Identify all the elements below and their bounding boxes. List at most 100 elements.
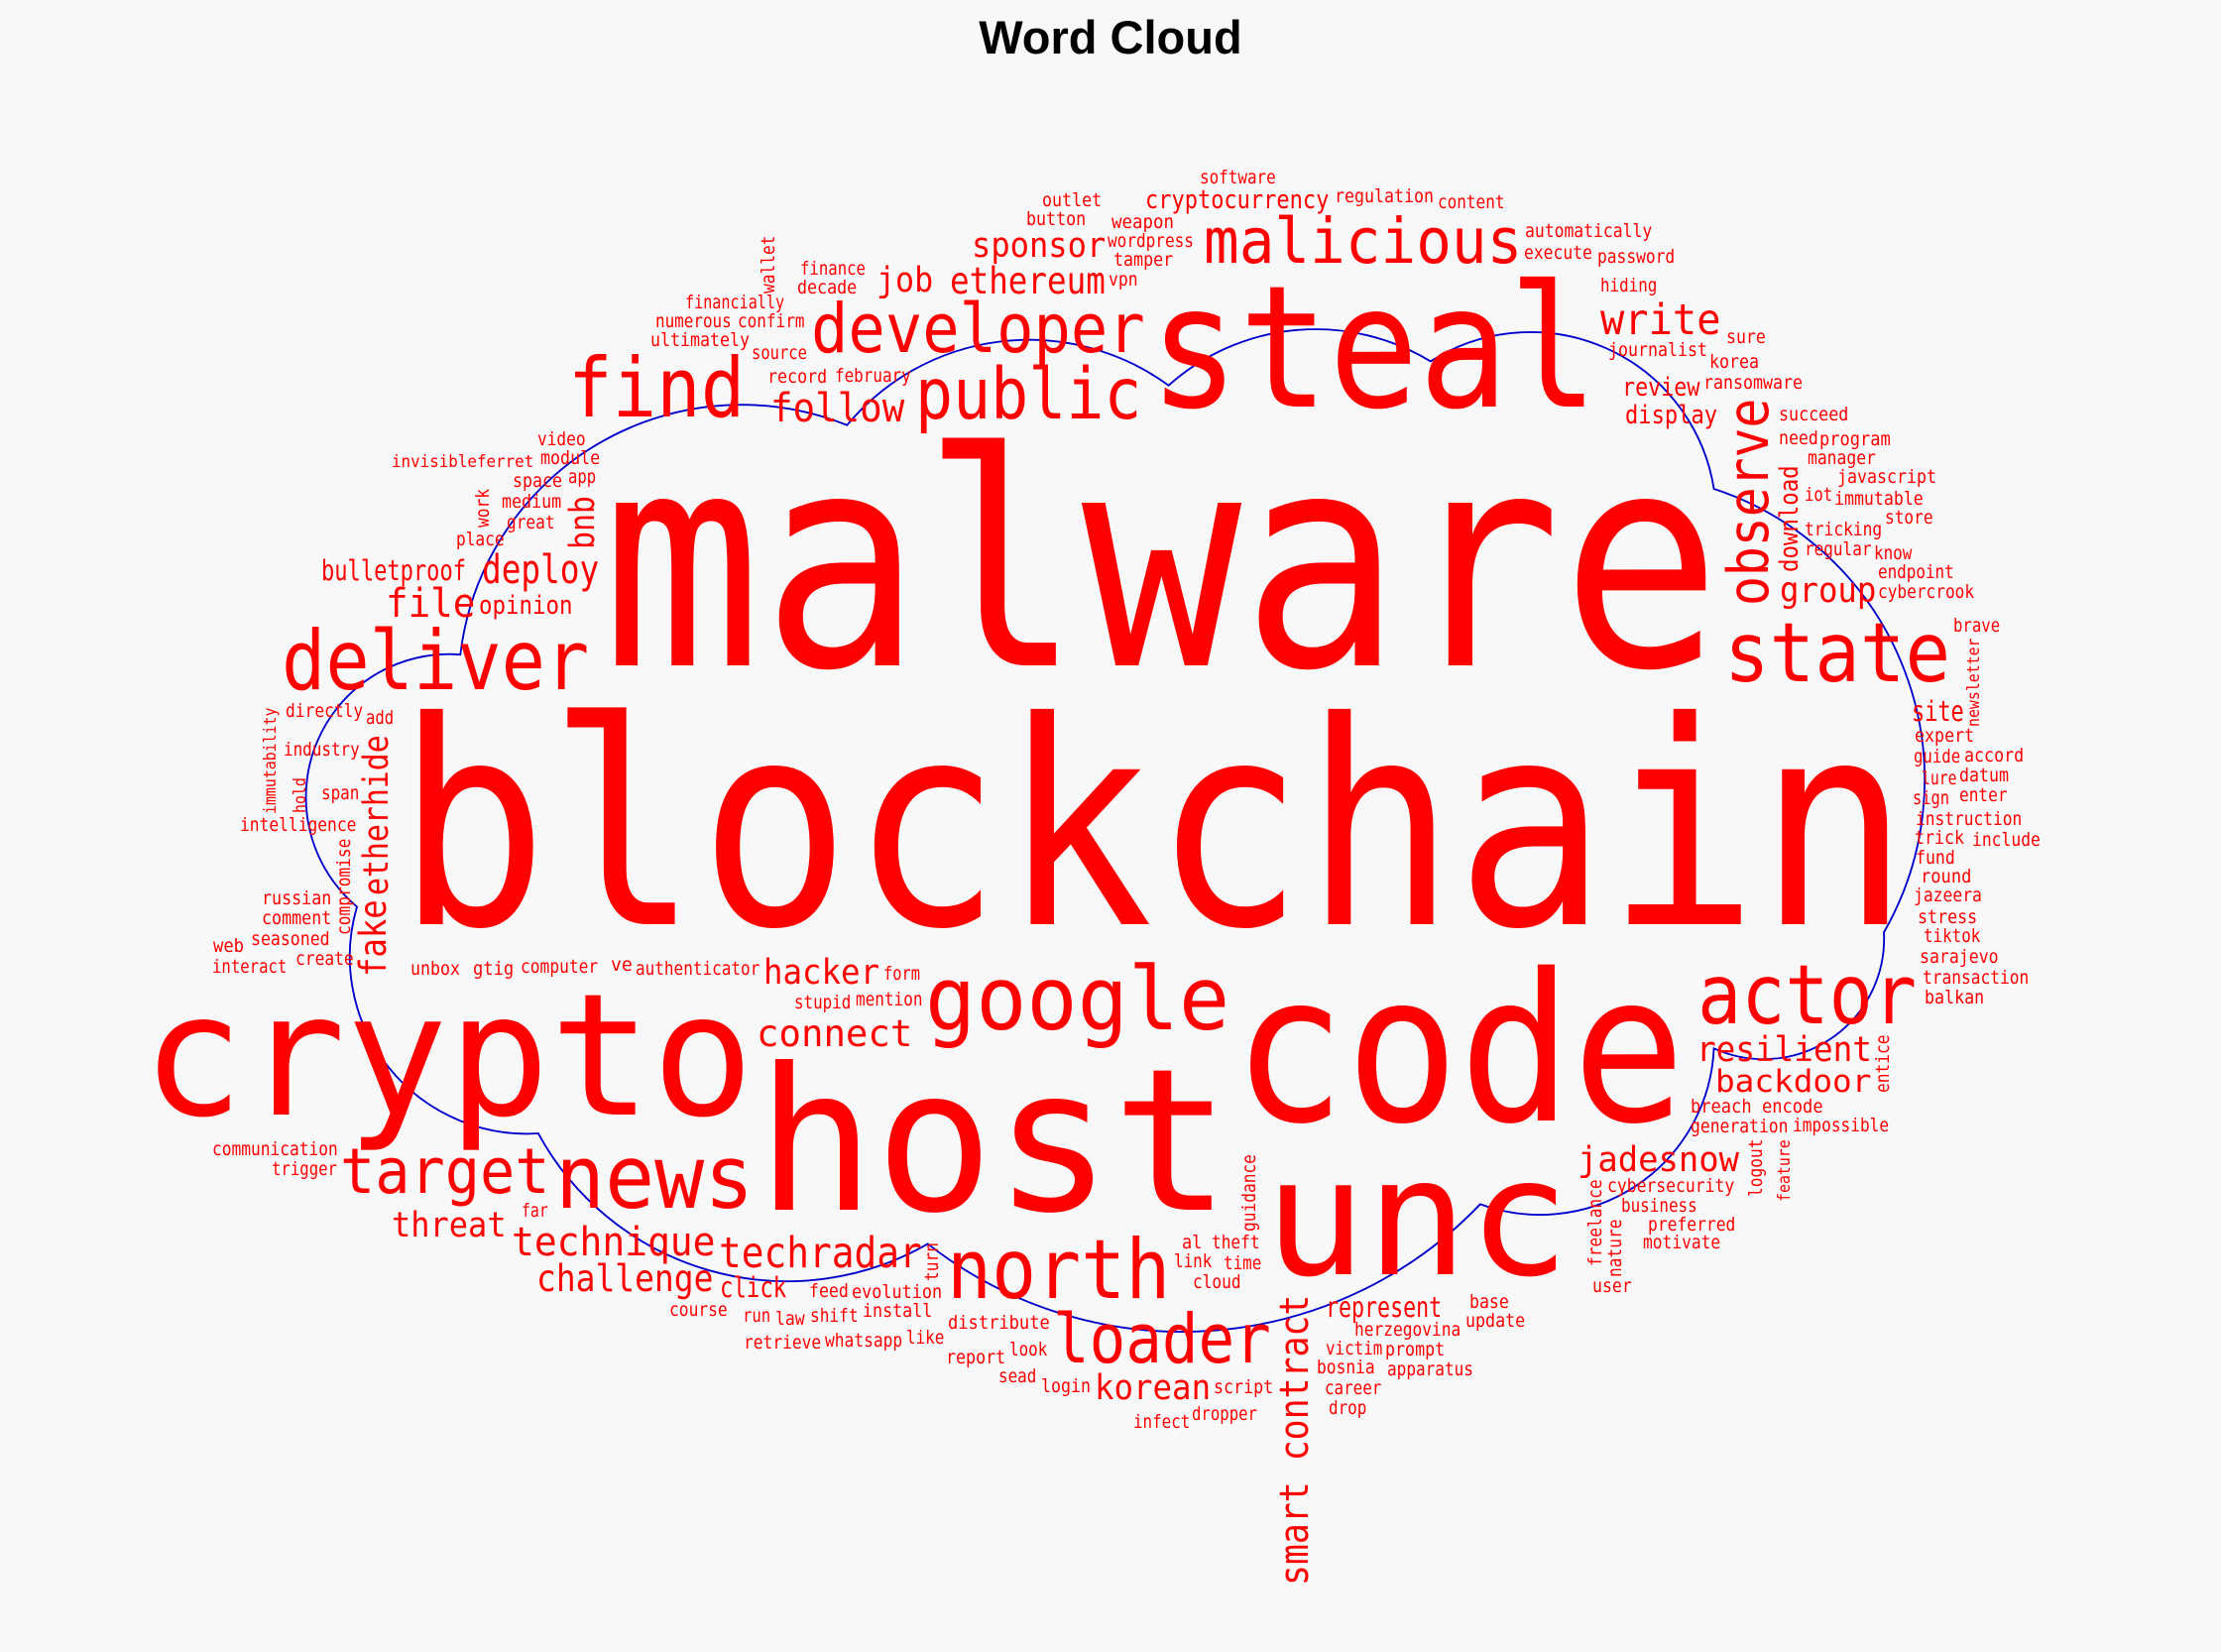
word-immutability: immutability bbox=[260, 707, 281, 815]
word-ve: ve bbox=[610, 954, 633, 976]
word-endpoint: endpoint bbox=[1878, 562, 1954, 583]
word-report: report bbox=[946, 1347, 1006, 1368]
word-etherhide: etherhide bbox=[356, 735, 397, 895]
word-execute: execute bbox=[1524, 243, 1593, 265]
word-breach: breach bbox=[1691, 1096, 1752, 1118]
cloud-outline bbox=[304, 328, 1927, 1333]
word-install: install bbox=[863, 1300, 933, 1322]
word-developer: developer bbox=[811, 290, 1145, 370]
word-turn: turn bbox=[922, 1242, 944, 1282]
word-hiding: hiding bbox=[1600, 275, 1658, 296]
word-decade: decade bbox=[797, 278, 858, 298]
word-gtig: gtig bbox=[472, 959, 514, 981]
word-actor: actor bbox=[1696, 946, 1917, 1043]
word-review: review bbox=[1621, 372, 1700, 403]
word-north: north bbox=[946, 1221, 1170, 1318]
word-hold: hold bbox=[290, 776, 310, 813]
word-challenge: challenge bbox=[535, 1257, 714, 1301]
word-bosnia: bosnia bbox=[1317, 1357, 1376, 1379]
word-look: look bbox=[1009, 1339, 1048, 1360]
word-represent: represent bbox=[1326, 1289, 1443, 1324]
word-span: span bbox=[320, 783, 360, 805]
word-directly: directly bbox=[286, 700, 364, 722]
word-target: target bbox=[340, 1134, 550, 1208]
word-code: code bbox=[1232, 930, 1687, 1170]
word-freelance: freelance bbox=[1585, 1178, 1607, 1266]
word-intelligence: intelligence bbox=[239, 814, 356, 836]
word-like: like bbox=[906, 1327, 945, 1349]
word-steal: steal bbox=[1148, 250, 1598, 448]
word-infect: infect bbox=[1132, 1411, 1190, 1433]
word-feed: feed bbox=[808, 1281, 849, 1303]
word-download: download bbox=[1775, 464, 1806, 572]
word-round: round bbox=[1921, 867, 1972, 888]
word-trick: trick bbox=[1915, 828, 1965, 850]
word-logout: logout bbox=[1745, 1138, 1767, 1198]
word-regular: regular bbox=[1804, 538, 1872, 560]
word-script: script bbox=[1214, 1377, 1274, 1399]
word-law: law bbox=[775, 1308, 805, 1330]
word-fund: fund bbox=[1915, 847, 1955, 869]
word-button: button bbox=[1026, 209, 1087, 231]
word-work: work bbox=[472, 489, 494, 529]
word-user: user bbox=[1591, 1276, 1632, 1298]
word-know: know bbox=[1874, 542, 1913, 564]
word-find: find bbox=[568, 340, 746, 437]
word-resilient: resilient bbox=[1695, 1029, 1872, 1070]
word-medium: medium bbox=[501, 491, 562, 513]
word-retrieve: retrieve bbox=[743, 1333, 821, 1355]
word-bnb: bnb bbox=[563, 496, 604, 550]
word-google: google bbox=[924, 948, 1230, 1051]
word-great: great bbox=[507, 512, 555, 533]
word-al: al bbox=[1182, 1233, 1203, 1254]
word-form: form bbox=[883, 963, 921, 985]
word-jazeera: jazeera bbox=[1914, 885, 1983, 907]
word-distribute: distribute bbox=[947, 1313, 1050, 1334]
word-apparatus: apparatus bbox=[1386, 1358, 1473, 1380]
word-app: app bbox=[567, 467, 596, 489]
word-hacker: hacker bbox=[763, 952, 880, 993]
word-feature: feature bbox=[1774, 1139, 1795, 1202]
word-store: store bbox=[1884, 508, 1933, 529]
word-deliver: deliver bbox=[281, 612, 589, 709]
word-program: program bbox=[1819, 429, 1892, 451]
word-include: include bbox=[1971, 830, 2041, 852]
word-public: public bbox=[915, 353, 1142, 435]
word-display: display bbox=[1624, 400, 1717, 430]
word-follow: follow bbox=[770, 385, 905, 431]
word-accord: accord bbox=[1963, 745, 2024, 767]
word-prompt: prompt bbox=[1385, 1339, 1446, 1360]
word-file: file bbox=[385, 580, 476, 627]
word-numerous: numerous bbox=[654, 311, 732, 333]
word-fake: fake bbox=[352, 898, 396, 977]
word-career: career bbox=[1325, 1377, 1382, 1399]
word-computer: computer bbox=[520, 957, 598, 979]
word-tamper: tamper bbox=[1112, 250, 1173, 272]
word-news: news bbox=[554, 1126, 754, 1230]
word-succeed: succeed bbox=[1779, 404, 1849, 425]
word-technique: technique bbox=[512, 1219, 716, 1265]
word-group: group bbox=[1779, 570, 1876, 611]
word-module: module bbox=[539, 448, 600, 470]
word-seasoned: seasoned bbox=[251, 929, 331, 951]
word-connect: connect bbox=[756, 1012, 913, 1056]
word-site: site bbox=[1911, 694, 1964, 728]
word-guidance: guidance bbox=[1239, 1154, 1261, 1233]
word-click: click bbox=[719, 1270, 786, 1304]
word-stupid: stupid bbox=[794, 993, 852, 1014]
word-generation: generation bbox=[1690, 1116, 1789, 1137]
word-ethereum: ethereum bbox=[950, 259, 1107, 302]
word-instruction: instruction bbox=[1916, 809, 2023, 831]
word-sponsor: sponsor bbox=[971, 226, 1107, 267]
word-password: password bbox=[1597, 247, 1676, 269]
word-korea: korea bbox=[1709, 351, 1760, 373]
word-cybercrook: cybercrook bbox=[1878, 582, 1975, 604]
word-video: video bbox=[537, 428, 586, 450]
word-state: state bbox=[1723, 604, 1950, 701]
word-javascript: javascript bbox=[1837, 467, 1937, 489]
word-russian: russian bbox=[261, 888, 332, 909]
word-observe: observe bbox=[1716, 398, 1782, 607]
word-techradar: techradar bbox=[718, 1229, 922, 1279]
word-stress: stress bbox=[1918, 906, 1978, 928]
word-malware: malware bbox=[602, 389, 1722, 736]
